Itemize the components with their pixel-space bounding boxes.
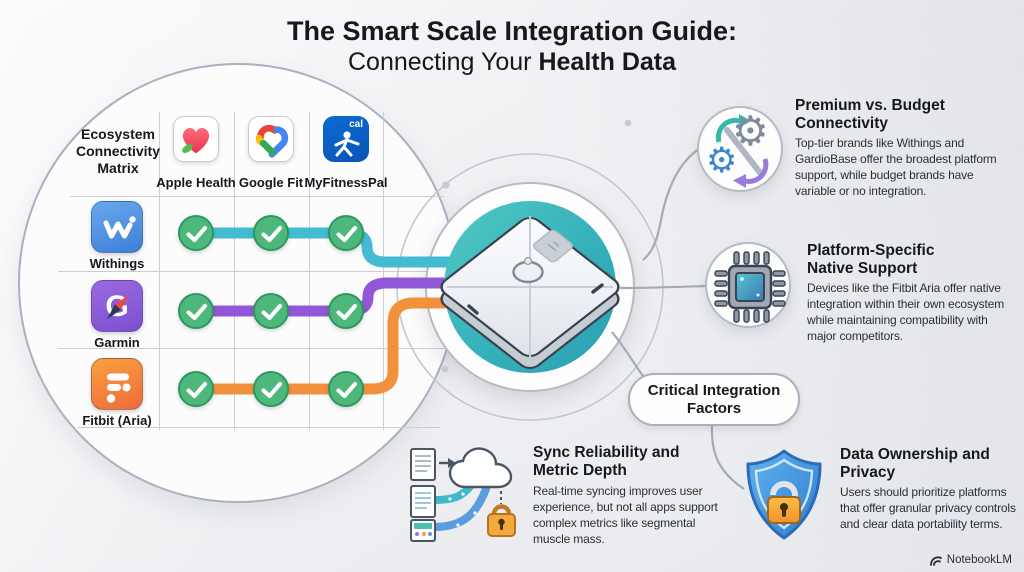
premium-heading: Premium vs. Budget Connectivity [795, 97, 945, 132]
google-fit-icon [248, 116, 294, 162]
check-icon [328, 215, 364, 251]
matrix-corner-label: Ecosystem Connectivity Matrix [75, 126, 160, 177]
garmin-icon: G [91, 280, 143, 332]
check-icon [328, 371, 364, 407]
smart-scale-illustration [440, 216, 620, 369]
privacy-body: Users should prioritize platforms that o… [840, 485, 1016, 532]
column-label-apple-health: Apple Health [156, 175, 236, 190]
grid-line [70, 196, 444, 197]
privacy-heading: Data Ownership and Privacy [840, 446, 990, 481]
title-line-1: The Smart Scale Integration Guide: [286, 16, 738, 46]
sync-body: Real-time syncing improves user experien… [533, 484, 718, 547]
critical-factors-pill: Critical Integration Factors [628, 373, 800, 426]
title-line-2-emphasis: Health Data [538, 47, 677, 76]
myfitnesspal-icon: cal [323, 116, 369, 162]
title-line-2-prefix: Connecting Your [347, 47, 532, 76]
row-label-fitbit: Fitbit (Aria) [82, 413, 152, 428]
grid-line [58, 271, 454, 272]
fitbit-icon [91, 358, 143, 410]
notebooklm-logo-icon [929, 556, 942, 566]
withings-icon [91, 201, 143, 253]
column-label-myfitnesspal: MyFitnessPal [304, 175, 388, 190]
check-icon [328, 293, 364, 329]
sync-heading: Sync Reliability and Metric Depth [533, 444, 680, 479]
gears-sync-icon: ⚙ ⚙ [697, 106, 783, 192]
branding-label: NotebookLM [946, 554, 1012, 566]
native-body: Devices like the Fitbit Aria offer nativ… [807, 281, 1005, 344]
gear-icon: ⚙ [732, 108, 769, 154]
grid-line [78, 427, 440, 428]
check-icon [253, 371, 289, 407]
gear-icon: ⚙ [706, 141, 738, 180]
chip-icon [705, 242, 791, 328]
column-label-google-fit: Google Fit [238, 175, 304, 190]
check-icon [253, 293, 289, 329]
check-icon [178, 293, 214, 329]
premium-body: Top-tier brands like Withings and Gardio… [795, 136, 997, 199]
check-icon [178, 215, 214, 251]
connector-pill-to-privacy [710, 425, 745, 490]
native-heading: Platform-Specific Native Support [807, 242, 935, 277]
apple-health-icon [173, 116, 219, 162]
shield-lock-icon [746, 449, 822, 540]
cloud-sync-icon [410, 447, 516, 542]
page-title: The Smart Scale Integration Guide: Conne… [0, 16, 1024, 77]
check-icon [253, 215, 289, 251]
row-label-garmin: Garmin [94, 335, 140, 350]
check-icon [178, 371, 214, 407]
connector-to-premium [642, 146, 703, 261]
myfitnesspal-cal-text: cal [349, 119, 363, 130]
row-label-withings: Withings [89, 256, 145, 271]
branding-footer: NotebookLM [929, 554, 1012, 566]
critical-factors-label: Critical Integration Factors [647, 381, 781, 417]
